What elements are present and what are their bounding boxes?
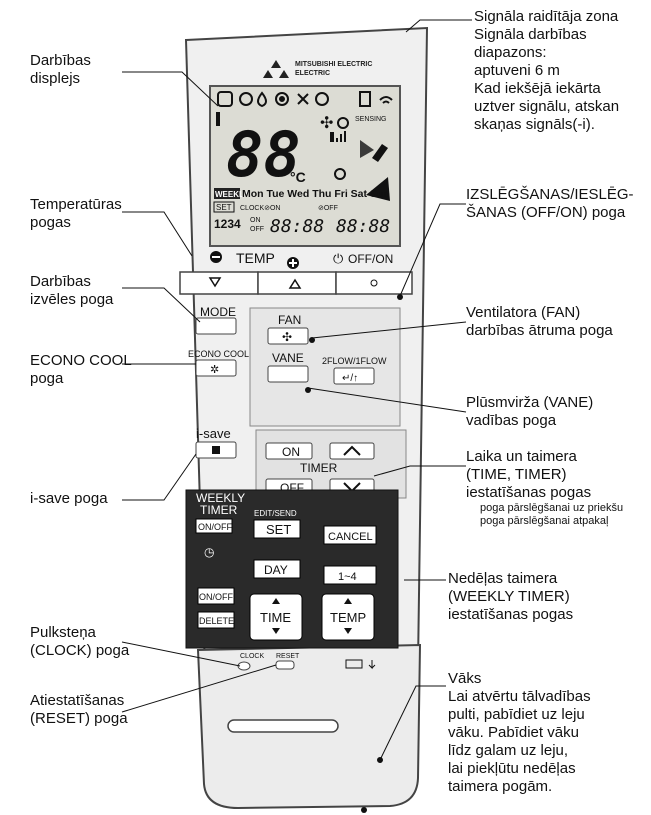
timer-up-button[interactable] xyxy=(329,442,375,460)
label-temp-buttons: Temperatūras pogas xyxy=(30,196,122,231)
cover-slot xyxy=(227,719,339,733)
temp2-label: TEMP xyxy=(330,610,366,625)
timer-on-button[interactable] xyxy=(265,442,313,460)
sensing-text: SENSING xyxy=(355,116,387,123)
econo-cool-button[interactable] xyxy=(195,359,237,377)
onoff-small-label: ON/OFF xyxy=(198,522,232,532)
temp-down-button[interactable] xyxy=(179,271,259,295)
brand-text: MITSUBISHI ELECTRIC xyxy=(295,61,372,68)
label-vane: Plūsmvirža (VANE) vadības poga xyxy=(466,394,594,429)
mode-button[interactable] xyxy=(195,317,237,335)
vane-button[interactable] xyxy=(267,365,309,383)
label-fan: Ventilatora (FAN) darbības ātruma poga xyxy=(466,304,613,339)
edit-send-label: EDIT/SEND xyxy=(254,509,297,518)
label-reset-button: Atiestatīšanas (RESET) poga xyxy=(30,692,128,727)
program-digits: 1234 xyxy=(214,217,241,231)
display-temp: 88 xyxy=(226,118,301,191)
weekly-onoff2-button[interactable] xyxy=(197,587,235,605)
time1: 88:88 xyxy=(270,216,324,237)
day-button[interactable] xyxy=(253,559,301,579)
off-tag: ⊘OFF xyxy=(318,205,338,212)
display-unit: °C xyxy=(290,169,306,185)
cancel-button[interactable] xyxy=(323,525,377,545)
range-button[interactable] xyxy=(323,565,377,585)
label-timer-note: poga pārslēgšanai uz priekšu poga pārslē… xyxy=(480,502,624,527)
clock-on-tag: CLOCK⊘ON xyxy=(240,205,280,212)
svg-text:ELECTRIC: ELECTRIC xyxy=(295,70,330,77)
label-cover: Vāks Lai atvērtu tālvadības pulti, pabīd… xyxy=(448,670,591,795)
offon-label: OFF/ON xyxy=(348,252,393,266)
isave-label: i-save xyxy=(196,426,231,441)
temp-label: TEMP xyxy=(236,250,275,266)
label-display: Darbības displejs xyxy=(30,52,91,87)
label-timer: Laika un taimera (TIME, TIMER) iestatīša… xyxy=(466,448,592,501)
label-onoff: IZSLĒGŠANAS/IESLĒG- ŠANAS (OFF/ON) poga xyxy=(466,186,634,221)
power-icon: ⏻ xyxy=(333,251,343,266)
battery-icon xyxy=(345,659,363,669)
display-screen xyxy=(209,85,401,247)
brand-logo: MITSUBISHI ELECTRIC ELECTRIC xyxy=(263,60,372,78)
label-mode-button: Darbības izvēles poga xyxy=(30,273,114,308)
off-small: OFF xyxy=(250,226,264,233)
reset-button[interactable] xyxy=(275,660,295,670)
delete-label: DELETE xyxy=(199,616,234,626)
flow-label: 2FLOW/1FLOW xyxy=(322,356,387,366)
cancel-label: CANCEL xyxy=(328,531,373,543)
temp2-button[interactable] xyxy=(321,593,375,641)
label-weekly: Nedēļas taimera (WEEKLY TIMER) iestatīša… xyxy=(448,570,574,623)
fan-label: FAN xyxy=(278,313,301,327)
fan-vane-icons: ✣ SENSING xyxy=(320,115,390,201)
clock-icon-weekly: ◷ xyxy=(204,545,214,559)
up-arrow-icon xyxy=(288,278,302,289)
set-label: SET xyxy=(266,522,291,537)
delete-button[interactable] xyxy=(197,611,235,629)
leader-lines xyxy=(121,19,472,761)
fan-button[interactable] xyxy=(267,327,309,345)
set-button[interactable] xyxy=(253,519,301,539)
vane-label: VANE xyxy=(272,351,304,365)
time-button[interactable] xyxy=(249,593,303,641)
weekly-timer-label: WEEKLY xyxy=(196,491,245,505)
flow-button[interactable] xyxy=(333,367,375,385)
svg-text:↵/↑: ↵/↑ xyxy=(342,373,358,384)
svg-text:TIMER: TIMER xyxy=(200,503,238,517)
svg-text:✣: ✣ xyxy=(282,330,292,344)
mode-label: MODE xyxy=(200,305,236,319)
on-btn-label: ON xyxy=(282,445,300,459)
time-label: TIME xyxy=(260,610,291,625)
weekly-tag: WEEKLY xyxy=(215,190,249,199)
svg-text:✣: ✣ xyxy=(320,115,333,132)
thermometer-icon xyxy=(216,112,220,126)
clock-label: CLOCK xyxy=(240,653,264,660)
days-text: Mon Tue Wed Thu Fri Sat Sun xyxy=(242,188,390,200)
weekly-onoff-button[interactable] xyxy=(195,518,233,534)
label-econo-button: ECONO COOL poga xyxy=(30,352,132,387)
mode-icons xyxy=(217,91,393,108)
down-arrow-icon xyxy=(208,277,222,288)
on-small: ON xyxy=(250,217,261,224)
time2: 88:88 xyxy=(336,216,390,237)
econo-icon: ✲ xyxy=(210,364,219,376)
label-isave-button: i-save poga xyxy=(30,490,108,507)
timer-label: TIMER xyxy=(300,461,338,475)
label-clock-button: Pulksteņa (CLOCK) poga xyxy=(30,624,130,659)
set-tag: SET xyxy=(216,203,232,212)
day-label: DAY xyxy=(264,563,288,577)
range-label: 1~4 xyxy=(338,571,357,583)
onoff2-label: ON/OFF xyxy=(199,592,233,602)
econo-label: ECONO COOL xyxy=(188,349,249,359)
label-signal: Signāla raidītāja zona Signāla darbības … xyxy=(474,8,620,133)
offon-button[interactable] xyxy=(335,271,413,295)
reset-label: RESET xyxy=(276,653,300,660)
